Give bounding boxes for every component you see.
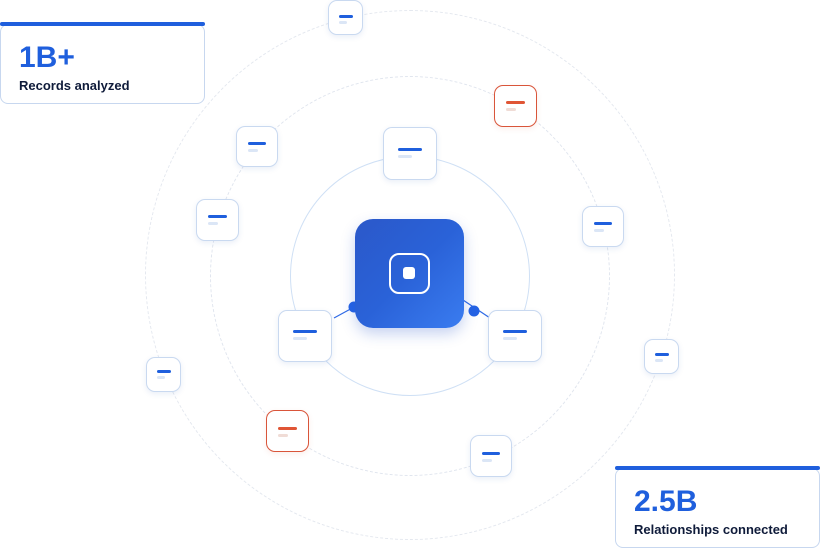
- stat-label: Records analyzed: [19, 78, 130, 93]
- data-node-alert[interactable]: [266, 410, 309, 452]
- outer-orbit-ring: [145, 10, 675, 540]
- data-node[interactable]: [644, 339, 679, 374]
- data-node[interactable]: [488, 310, 542, 362]
- central-hub: [355, 219, 464, 328]
- data-node[interactable]: [196, 199, 239, 241]
- stat-card-records: 1B+ Records analyzed: [0, 22, 205, 104]
- data-node[interactable]: [236, 126, 278, 167]
- stat-label: Relationships connected: [634, 522, 788, 537]
- data-node[interactable]: [582, 206, 624, 247]
- data-node-alert[interactable]: [494, 85, 537, 127]
- data-node[interactable]: [470, 435, 512, 477]
- middle-orbit-ring: [210, 76, 610, 476]
- connector-dot-right: [468, 305, 480, 317]
- stat-card-relationships: 2.5B Relationships connected: [615, 466, 820, 548]
- stat-value: 1B+: [19, 41, 75, 74]
- stat-value: 2.5B: [634, 485, 698, 518]
- data-node[interactable]: [278, 310, 332, 362]
- data-node[interactable]: [146, 357, 181, 392]
- data-node[interactable]: [383, 127, 437, 180]
- data-node[interactable]: [328, 0, 363, 35]
- hub-square-icon: [389, 253, 430, 294]
